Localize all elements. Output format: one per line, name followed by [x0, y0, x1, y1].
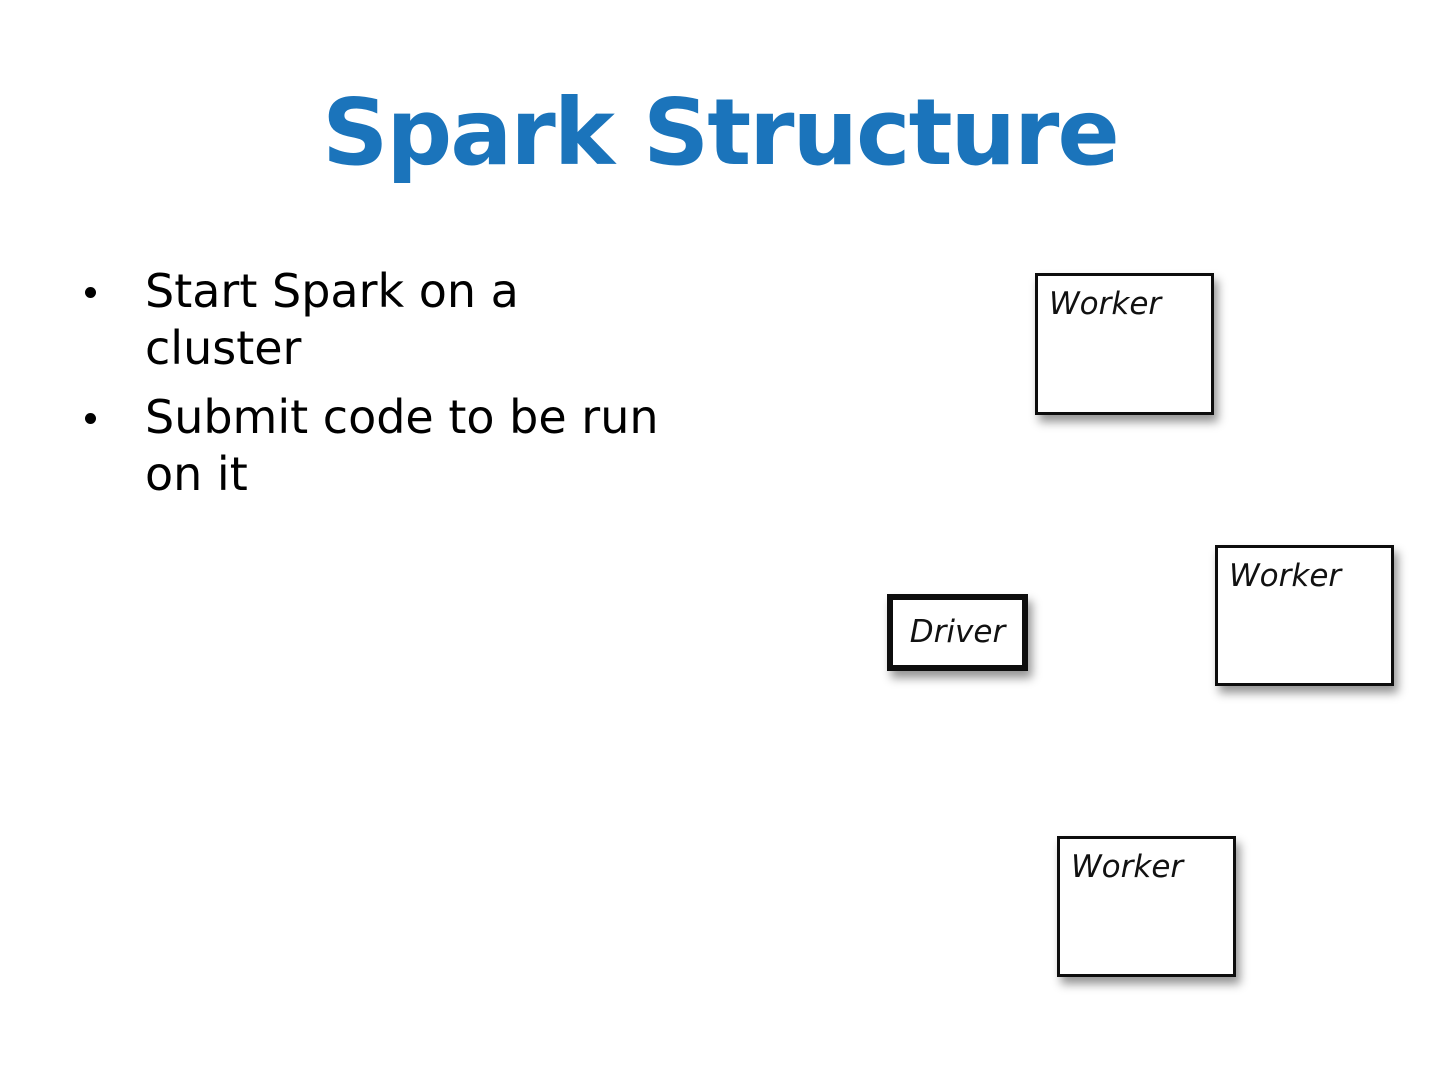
bullet-dot-icon — [85, 287, 96, 298]
box-label: Driver — [909, 614, 1006, 651]
box-label: Worker — [1229, 558, 1342, 594]
bullet-list: Start Spark on a cluster Submit code to … — [85, 263, 725, 515]
page-title: Spark Structure — [322, 79, 1120, 186]
box-label: Worker — [1049, 286, 1162, 322]
worker-box-right: Worker — [1215, 545, 1394, 686]
worker-box-top: Worker — [1035, 273, 1214, 415]
driver-box: Driver — [887, 594, 1028, 671]
bullet-line: Submit code to be run — [145, 390, 659, 444]
list-item: Start Spark on a cluster — [85, 263, 725, 377]
worker-box-bottom: Worker — [1057, 836, 1236, 977]
list-item: Submit code to be run on it — [85, 389, 725, 503]
bullet-line: on it — [145, 447, 248, 501]
bullet-text: Submit code to be run on it — [145, 389, 659, 503]
bullet-text: Start Spark on a cluster — [145, 263, 519, 377]
bullet-dot-icon — [85, 413, 96, 424]
bullet-line: Start Spark on a — [145, 264, 519, 318]
bullet-line: cluster — [145, 321, 302, 375]
box-label: Worker — [1071, 849, 1184, 885]
